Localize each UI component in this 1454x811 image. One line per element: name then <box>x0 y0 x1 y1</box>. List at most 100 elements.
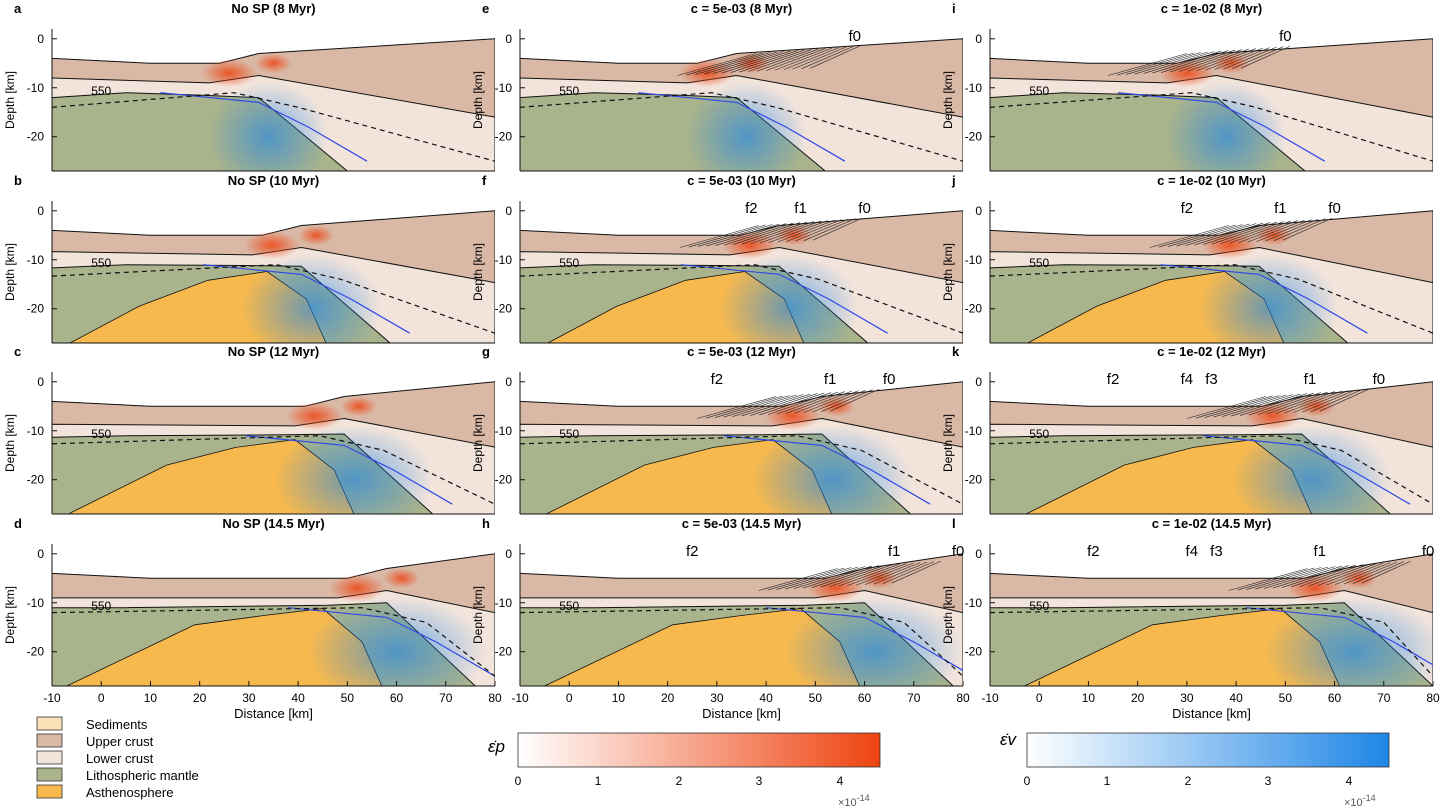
x-tick-label: 50 <box>809 691 823 705</box>
isotherm-label: 550 <box>1029 427 1049 441</box>
isotherm-label: 550 <box>91 599 111 613</box>
y-tick-label: -10 <box>965 596 983 610</box>
y-tick-label: -20 <box>27 302 45 316</box>
fault-label-f4: f4 <box>1186 543 1199 560</box>
panel-title: c = 1e-02 (14.5 Myr) <box>1152 516 1272 531</box>
y-tick-label: -20 <box>27 645 45 659</box>
y-axis-label: Depth [km] <box>941 414 955 472</box>
x-tick-label: 50 <box>1279 691 1293 705</box>
legend-swatch-asthenosphere <box>36 784 63 799</box>
panel-letter: f <box>482 173 487 188</box>
colorbar-ticks-plastic: 0 1 2 3 4 <box>515 774 844 788</box>
y-tick-label: 0 <box>505 204 512 218</box>
fault-label-f0: f0 <box>1422 543 1435 560</box>
y-tick-label: 0 <box>505 32 512 46</box>
panel-title: No SP (12 Myr) <box>228 344 320 359</box>
y-tick-label: 0 <box>37 375 44 389</box>
colorbar-tick: 1 <box>1104 774 1111 788</box>
panel-title: c = 1e-02 (10 Myr) <box>1157 173 1266 188</box>
y-tick-label: -20 <box>495 645 513 659</box>
y-tick-label: -10 <box>27 81 45 95</box>
y-tick-label: -10 <box>965 81 983 95</box>
x-tick-label: 0 <box>1036 691 1043 705</box>
y-tick-label: -20 <box>495 130 513 144</box>
panel-letter: j <box>951 173 956 188</box>
legend-swatch-upper-crust <box>36 733 63 748</box>
panel-letter: l <box>952 516 956 531</box>
colorbar-symbol-plastic: ε̇p <box>488 737 505 756</box>
x-tick-label: 40 <box>1229 691 1243 705</box>
y-tick-label: 0 <box>975 547 982 561</box>
panel-letter: d <box>14 516 22 531</box>
x-tick-label: 50 <box>341 691 355 705</box>
fault-label-f1: f1 <box>888 543 901 560</box>
x-tick-label: 0 <box>566 691 573 705</box>
isotherm-label: 550 <box>559 427 579 441</box>
y-axis-label: Depth [km] <box>471 71 485 129</box>
isotherm-label: 550 <box>1029 256 1049 270</box>
isotherm-label: 550 <box>91 256 111 270</box>
colorbar-tick: 3 <box>756 774 763 788</box>
x-tick-label: 20 <box>1131 691 1145 705</box>
x-tick-label: -10 <box>511 691 529 705</box>
legend-label-lower-crust: Lower crust <box>86 751 154 766</box>
y-tick-label: 0 <box>505 547 512 561</box>
legend-label-lithospheric-mantle: Lithospheric mantle <box>86 768 199 783</box>
y-tick-label: 0 <box>37 204 44 218</box>
x-axis-label: Distance [km] <box>234 706 313 721</box>
colorbar-tick: 4 <box>837 774 844 788</box>
fault-label-f2: f2 <box>686 543 699 560</box>
legend-swatch-lithospheric-mantle <box>36 767 63 782</box>
panel-title: c = 5e-03 (12 Myr) <box>687 344 796 359</box>
isotherm-label: 550 <box>1029 599 1049 613</box>
panel-title: No SP (10 Myr) <box>228 173 320 188</box>
y-tick-label: 0 <box>975 204 982 218</box>
panel-letter: e <box>482 1 489 16</box>
y-tick-label: -10 <box>27 424 45 438</box>
x-tick-label: 60 <box>1328 691 1342 705</box>
legend: Sediments Upper crust Lower crust Lithos… <box>36 716 199 800</box>
y-tick-label: 0 <box>37 32 44 46</box>
y-tick-label: -10 <box>495 596 513 610</box>
y-tick-label: -20 <box>965 130 983 144</box>
x-tick-label: 70 <box>439 691 453 705</box>
y-axis-label: Depth [km] <box>3 71 17 129</box>
legend-label-sediments: Sediments <box>86 717 148 732</box>
panel-title: c = 1e-02 (8 Myr) <box>1161 1 1263 16</box>
x-tick-label: 70 <box>1377 691 1391 705</box>
x-axis-label: Distance [km] <box>702 706 781 721</box>
y-tick-label: -10 <box>27 596 45 610</box>
fault-label-f1: f1 <box>794 200 807 217</box>
fault-label-f0: f0 <box>858 200 871 217</box>
x-tick-label: 10 <box>1082 691 1096 705</box>
isotherm-label: 550 <box>91 427 111 441</box>
fault-label-f4: f4 <box>1181 371 1194 388</box>
colorbar-plastic-strain: ε̇p 0 1 2 3 4 ×10-14 <box>488 732 881 809</box>
x-tick-label: 30 <box>242 691 256 705</box>
y-axis-label: Depth [km] <box>941 243 955 301</box>
panel-title: c = 5e-03 (14.5 Myr) <box>682 516 802 531</box>
x-tick-label: 60 <box>390 691 404 705</box>
fault-label-f2: f2 <box>1107 371 1120 388</box>
isotherm-label: 550 <box>559 599 579 613</box>
x-tick-label: -10 <box>43 691 61 705</box>
isotherm-label: 550 <box>559 256 579 270</box>
x-tick-label: 40 <box>291 691 305 705</box>
y-tick-label: -20 <box>27 473 45 487</box>
y-tick-label: -20 <box>965 302 983 316</box>
panel-title: c = 1e-02 (12 Myr) <box>1157 344 1266 359</box>
panel-title: c = 5e-03 (10 Myr) <box>687 173 796 188</box>
y-tick-label: -10 <box>495 81 513 95</box>
y-tick-label: 0 <box>37 547 44 561</box>
y-axis-label: Depth [km] <box>471 586 485 644</box>
panel-letter: k <box>952 344 960 359</box>
colorbar-tick: 3 <box>1265 774 1272 788</box>
fault-label-f0: f0 <box>848 28 861 45</box>
x-tick-label: 70 <box>907 691 921 705</box>
x-tick-label: 80 <box>488 691 502 705</box>
y-axis-label: Depth [km] <box>941 586 955 644</box>
